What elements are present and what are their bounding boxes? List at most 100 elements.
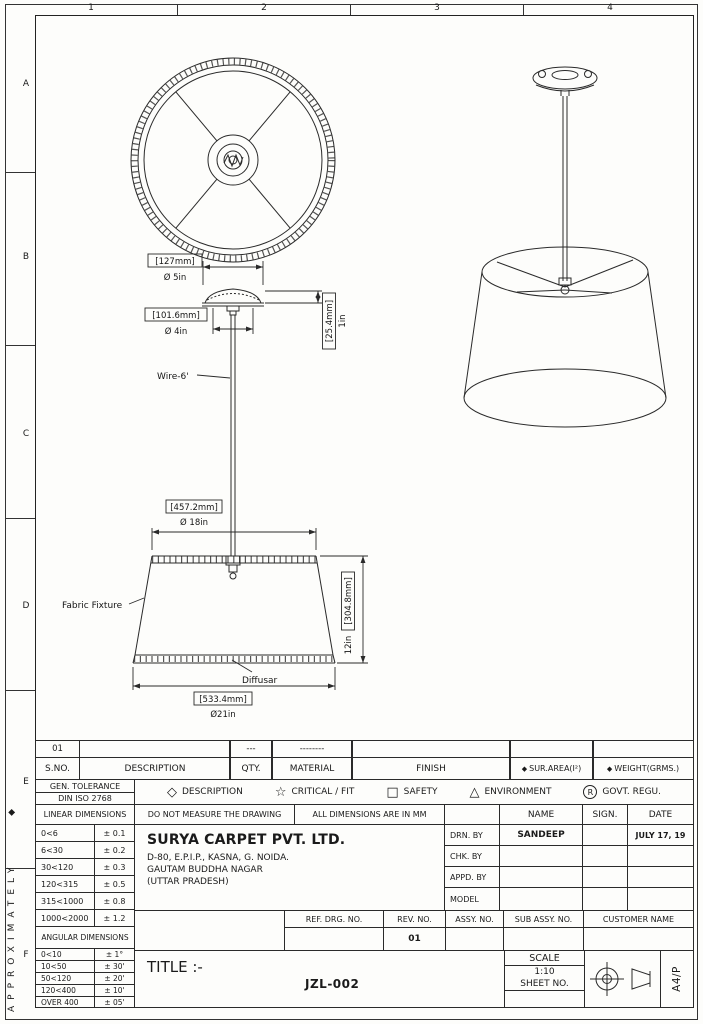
angular-tol: ± 05' xyxy=(94,996,135,1008)
legend-description-label: DESCRIPTION xyxy=(181,787,243,797)
appd-by-date xyxy=(627,866,694,888)
fitter-dia-in-label: Ø 4in xyxy=(165,326,188,337)
parts-header-sno: S.NO. xyxy=(35,757,80,780)
row-ref-b: B xyxy=(22,252,30,262)
diamond-outline-icon: ◇ xyxy=(166,784,177,800)
row-ref-e: E xyxy=(23,777,29,787)
col-ref-1: 1 xyxy=(88,3,94,13)
ref-drg-no-label: REF. DRG. NO. xyxy=(284,910,384,928)
legend-critical-fit-label: CRITICAL / FIT xyxy=(291,787,355,797)
symbol-legend: ◇ DESCRIPTION ☆ CRITICAL / FIT □ SAFETY … xyxy=(134,779,694,805)
parts-header-sur-area: ◆ SUR.AREA(I²) xyxy=(509,757,594,780)
linear-tol: ± 0.3 xyxy=(94,858,135,876)
row-ref-f: F xyxy=(23,950,29,960)
diamond-icon: ◆ xyxy=(521,764,528,773)
title-block: 01 --- -------- S.NO. DESCRIPTION QTY. M… xyxy=(35,740,694,1008)
dimension-lines xyxy=(128,253,368,706)
appd-by-name xyxy=(499,866,583,888)
shade-height-in-label: 12in xyxy=(344,636,354,655)
linear-range: 6<30 xyxy=(35,841,95,859)
lamp-drawing: [127mm] Ø 5in [101.6mm] Ø 4in [25.4mm] 1… xyxy=(62,57,667,720)
appd-by-sign xyxy=(582,866,628,888)
linear-range: 120<315 xyxy=(35,875,95,893)
appd-by-label: APPD. BY xyxy=(444,866,500,888)
company-address-2: GAUTAM BUDDHA NAGAR xyxy=(147,865,263,875)
personnel-blank-header xyxy=(444,804,500,825)
row-tick xyxy=(5,690,35,691)
parts-header-qty: QTY. xyxy=(229,757,273,780)
rev-no-value: 01 xyxy=(383,927,446,951)
row-ref-c: C xyxy=(22,429,30,439)
legend-critical-fit: ☆ CRITICAL / FIT xyxy=(275,786,355,799)
angular-dimensions-title: ANGULAR DIMENSIONS xyxy=(35,926,135,949)
parts-header-description: DESCRIPTION xyxy=(79,757,231,780)
drn-by-date: JULY 17, 19 xyxy=(627,824,694,846)
row-ref-d: D xyxy=(22,601,30,611)
linear-tol: ± 0.1 xyxy=(94,824,135,842)
linear-tol: ± 0.2 xyxy=(94,841,135,859)
lamp-front-view xyxy=(132,288,336,664)
canopy-dia-mm-label: [127mm] xyxy=(155,257,194,267)
projection-box xyxy=(584,950,661,1008)
linear-tol: ± 0.5 xyxy=(94,875,135,893)
row-ref-a: A xyxy=(22,79,30,89)
lamp-top-view xyxy=(130,57,336,263)
drn-by-name: SANDEEP xyxy=(499,824,583,846)
sheet-no-label: SHEET NO. xyxy=(505,978,584,991)
shade-bottom-dia-in-label: Ø21in xyxy=(210,709,235,720)
sub-assy-no-value xyxy=(503,927,584,951)
do-not-measure-note: DO NOT MEASURE THE DRAWING xyxy=(134,804,295,825)
linear-range: 1000<2000 xyxy=(35,909,95,927)
chk-by-name xyxy=(499,845,583,867)
company-address-3: (UTTAR PRADESH) xyxy=(147,877,229,887)
model-date xyxy=(627,887,694,911)
projection-symbol-icon xyxy=(589,962,650,996)
chk-by-label: CHK. BY xyxy=(444,845,500,867)
gen-tolerance-title: GEN. TOLERANCE xyxy=(36,781,134,793)
row-tick xyxy=(5,868,35,869)
drn-by-sign xyxy=(582,824,628,846)
legend-description: ◇ DESCRIPTION xyxy=(167,786,243,799)
parts-header-weight-label: WEIGHT(GRMS.) xyxy=(614,764,680,773)
legend-safety-label: SAFETY xyxy=(403,787,438,797)
scale-value: 1:10 xyxy=(534,966,555,977)
scale-box: SCALE 1:10 SHEET NO. xyxy=(504,950,585,1008)
company-address-1: D-80, E.P.I.P., KASNA, G. NOIDA. xyxy=(147,853,289,863)
parts-sno-value: 01 xyxy=(35,740,80,758)
chk-by-sign xyxy=(582,845,628,867)
legend-govt-regu: R GOVT. REGU. xyxy=(583,785,661,799)
paper-size-box: A4/P xyxy=(660,950,694,1008)
linear-range: 315<1000 xyxy=(35,892,95,910)
col-ref-2: 2 xyxy=(261,3,267,13)
drn-by-label: DRN. BY xyxy=(444,824,500,846)
title-box: TITLE :- JZL-002 xyxy=(134,950,505,1008)
company-name: SURYA CARPET PVT. LTD. xyxy=(147,832,346,848)
legend-environment-label: ENVIRONMENT xyxy=(484,787,552,797)
r-circle-icon: R xyxy=(583,785,598,799)
parts-material-value: -------- xyxy=(271,740,353,758)
margin-note-text: APPROXIMATELY xyxy=(7,861,17,1012)
fabric-fixture-label: Fabric Fixture xyxy=(62,601,123,611)
star-icon: ☆ xyxy=(274,784,287,800)
margin-note: APPROXIMATELY ◆ xyxy=(6,807,18,1012)
paper-size-label: A4/P xyxy=(670,966,683,992)
col-header-sign: SIGN. xyxy=(582,804,628,825)
legend-safety: □ SAFETY xyxy=(386,786,437,799)
shade-top-dia-in-label: Ø 18in xyxy=(180,517,208,528)
canopy-height-mm-label: [25.4mm] xyxy=(325,300,335,342)
scale-label: SCALE xyxy=(505,952,584,966)
row-tick xyxy=(5,172,35,173)
sub-assy-no-label: SUB ASSY. NO. xyxy=(503,910,584,928)
company-box: SURYA CARPET PVT. LTD. D-80, E.P.I.P., K… xyxy=(134,824,445,911)
shade-top-dia-mm-label: [457.2mm] xyxy=(170,503,218,513)
drawing-number: JZL-002 xyxy=(305,977,360,991)
linear-range: 0<6 xyxy=(35,824,95,842)
col-header-date: DATE xyxy=(627,804,694,825)
triangle-icon: △ xyxy=(469,784,480,800)
diamond-icon: ◆ xyxy=(7,809,17,816)
customer-name-label: CUSTOMER NAME xyxy=(583,910,694,928)
parts-qty-value: --- xyxy=(229,740,273,758)
legend-environment: △ ENVIRONMENT xyxy=(469,786,551,799)
parts-weight-value xyxy=(592,740,694,758)
